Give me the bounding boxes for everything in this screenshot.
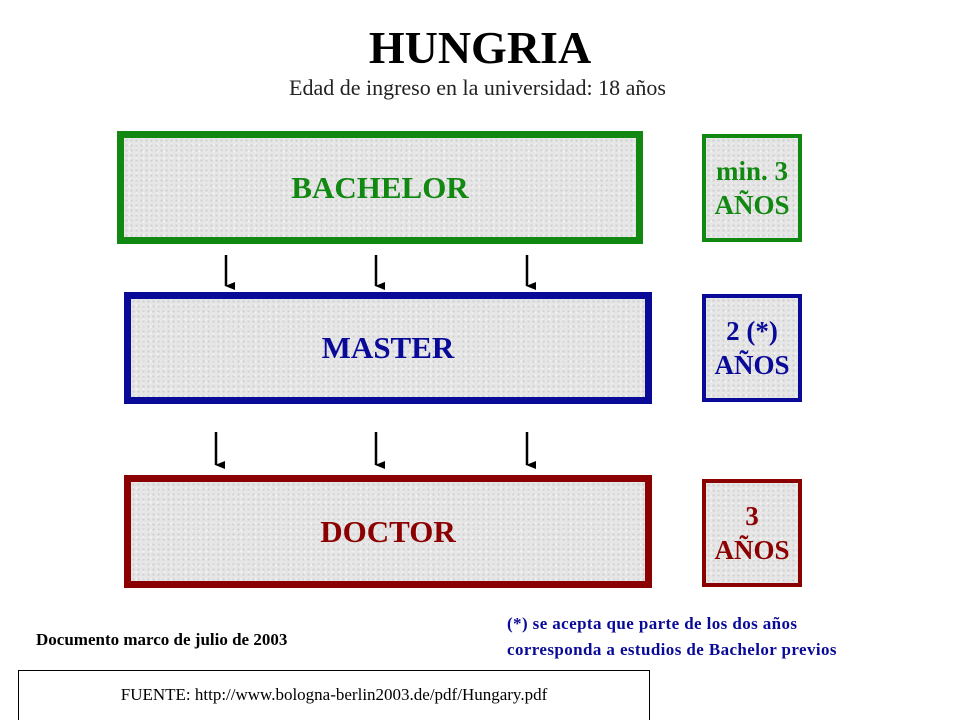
master-box: MASTER <box>124 292 652 404</box>
page-title: HUNGRIA <box>368 22 592 73</box>
master-duration-unit: AÑOS <box>714 350 790 380</box>
bachelor-box: BACHELOR <box>117 131 643 244</box>
page-subtitle: Edad de ingreso en la universidad: 18 añ… <box>289 75 666 100</box>
document-note: Documento marco de julio de 2003 <box>36 630 288 649</box>
doctor-duration-unit: AÑOS <box>714 535 790 565</box>
doctor-duration-value: 3 <box>745 501 759 531</box>
master-duration-value: 2 (*) <box>726 316 778 346</box>
bachelor-label: BACHELOR <box>291 169 469 205</box>
master-to-doctor-arrows <box>214 432 536 469</box>
bachelor-to-master-arrows <box>224 255 536 290</box>
footnote-line-2: corresponda a estudios de Bachelor previ… <box>507 640 837 659</box>
source-citation: FUENTE: http://www.bologna-berlin2003.de… <box>18 670 650 720</box>
footnote-line-1: (*) se acepta que parte de los dos años <box>507 614 798 633</box>
doctor-duration-box: 3 AÑOS <box>702 479 802 587</box>
doctor-label: DOCTOR <box>320 513 456 549</box>
bachelor-duration-box: min. 3 AÑOS <box>702 134 802 242</box>
bachelor-duration-value: min. 3 <box>715 156 788 186</box>
master-duration-box: 2 (*) AÑOS <box>702 294 802 402</box>
doctor-box: DOCTOR <box>124 475 652 588</box>
footnote: (*) se acepta que parte de los dos años … <box>507 611 837 663</box>
bachelor-duration-unit: AÑOS <box>714 190 790 220</box>
master-label: MASTER <box>321 330 455 365</box>
